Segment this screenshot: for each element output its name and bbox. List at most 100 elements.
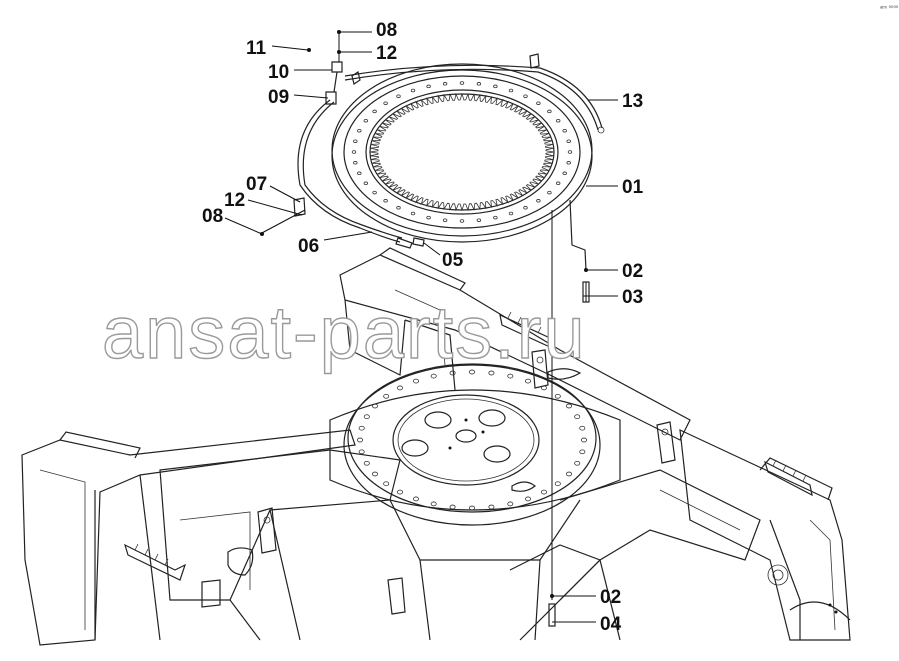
callouts: 08 11 12 10 09 13 01 07 12 08 06 05 02 0… [202, 20, 644, 635]
bolt-hole [396, 385, 403, 391]
bolt-hole [536, 199, 541, 203]
bolt-hole [523, 206, 528, 210]
callout-08: 08 [202, 206, 223, 227]
bolt-hole [442, 82, 448, 86]
leader-lines [224, 30, 618, 627]
bolt-hole [468, 505, 475, 511]
callout-12: 12 [224, 190, 245, 211]
bolt-hole [353, 161, 358, 165]
callout-04: 04 [600, 614, 622, 635]
bolt-hole [508, 88, 514, 93]
bolt-hole [372, 109, 377, 114]
bolt-hole [363, 118, 368, 123]
bolt-hole [426, 215, 431, 220]
callout-02: 02 [622, 261, 643, 282]
bolt-hole [468, 369, 475, 375]
bolt-hole [363, 414, 370, 420]
callout-02: 02 [600, 587, 621, 608]
bolt-hole [536, 101, 541, 105]
callout-12: 12 [376, 43, 397, 64]
callout-09: 09 [268, 87, 289, 108]
bolt-hole [488, 370, 495, 376]
bolt-hole [371, 471, 378, 477]
bolt-hole [383, 199, 388, 203]
bolt-hole [507, 501, 514, 507]
bearing-bolt-holes [351, 81, 573, 223]
bolt-hole [556, 118, 561, 123]
slewing-bearing [331, 53, 593, 271]
bolt-hole [562, 128, 567, 133]
bolt-hole [547, 190, 552, 195]
bolt-hole [508, 211, 514, 216]
bolt-hole [581, 437, 588, 443]
callout-13: 13 [622, 91, 643, 112]
bolt-hole [579, 449, 586, 455]
bolt-hole [383, 101, 388, 105]
callout-03: 03 [622, 287, 643, 308]
bolt-hole [442, 218, 448, 222]
bolt-hole [353, 139, 358, 143]
bolt-hole [383, 393, 390, 399]
bolt-hole [430, 501, 437, 507]
bolt-hole [547, 109, 552, 114]
bolt-hole [449, 504, 456, 510]
bolt-hole [493, 84, 498, 89]
bolt-hole [426, 84, 431, 89]
bearing-gear-teeth [369, 92, 555, 212]
callout-01: 01 [622, 177, 644, 198]
bolt-hole [556, 181, 561, 186]
bolt-hole [358, 425, 365, 431]
bolt-hole [562, 171, 567, 176]
callout-10: 10 [268, 62, 289, 83]
callout-08: 08 [376, 20, 397, 41]
watermark: ansat-parts.ru [102, 291, 587, 374]
bolt-hole [396, 94, 401, 98]
lower-frame [21, 247, 851, 646]
bolt-hole [566, 471, 573, 477]
bolt-hole [396, 489, 403, 495]
bolt-hole [523, 94, 528, 98]
bolt-hole [566, 139, 571, 143]
bolt-hole [372, 190, 377, 195]
bolt-hole [493, 215, 498, 220]
bolt-hole [449, 370, 456, 376]
bolt-hole [412, 378, 419, 384]
callout-05: 05 [442, 250, 464, 271]
bolt-hole [554, 481, 561, 487]
bolt-hole [566, 161, 571, 165]
bolt-hole [476, 82, 482, 86]
bolt-hole [412, 496, 419, 502]
bolt-hole [358, 449, 365, 455]
bolt-hole [430, 373, 437, 379]
bolt-hole [357, 171, 362, 176]
corner-code: ᵃᵗᵐ ⁰⁰⁰⁰ [880, 5, 899, 12]
bolt-hole [574, 414, 581, 420]
callout-07: 07 [246, 174, 267, 195]
bolt-hole [356, 437, 363, 443]
bolt-hole [410, 88, 416, 93]
callout-06: 06 [298, 236, 319, 257]
callout-11: 11 [246, 38, 267, 59]
bolt-hole [507, 373, 514, 379]
bolt-hole [410, 211, 416, 216]
bolt-hole [459, 219, 465, 223]
grease-lines [293, 61, 605, 249]
bolt-hole [357, 128, 362, 133]
bolt-hole [567, 150, 573, 154]
bolt-hole [371, 403, 378, 409]
bolt-hole [525, 496, 532, 502]
bolt-hole [541, 385, 548, 391]
bolt-hole [554, 393, 561, 399]
bolt-hole [363, 181, 368, 186]
bolt-hole [351, 150, 357, 154]
lower-ring-bolt-holes [356, 369, 588, 511]
bolt-hole [525, 378, 532, 384]
bolt-hole [383, 481, 390, 487]
bolt-hole [459, 81, 465, 85]
bolt-hole [566, 403, 573, 409]
bolt-hole [396, 206, 401, 210]
bolt-hole [476, 218, 482, 222]
bolt-hole [579, 425, 586, 431]
bolt-hole [488, 504, 495, 510]
lower-mounting-ring [343, 363, 601, 526]
